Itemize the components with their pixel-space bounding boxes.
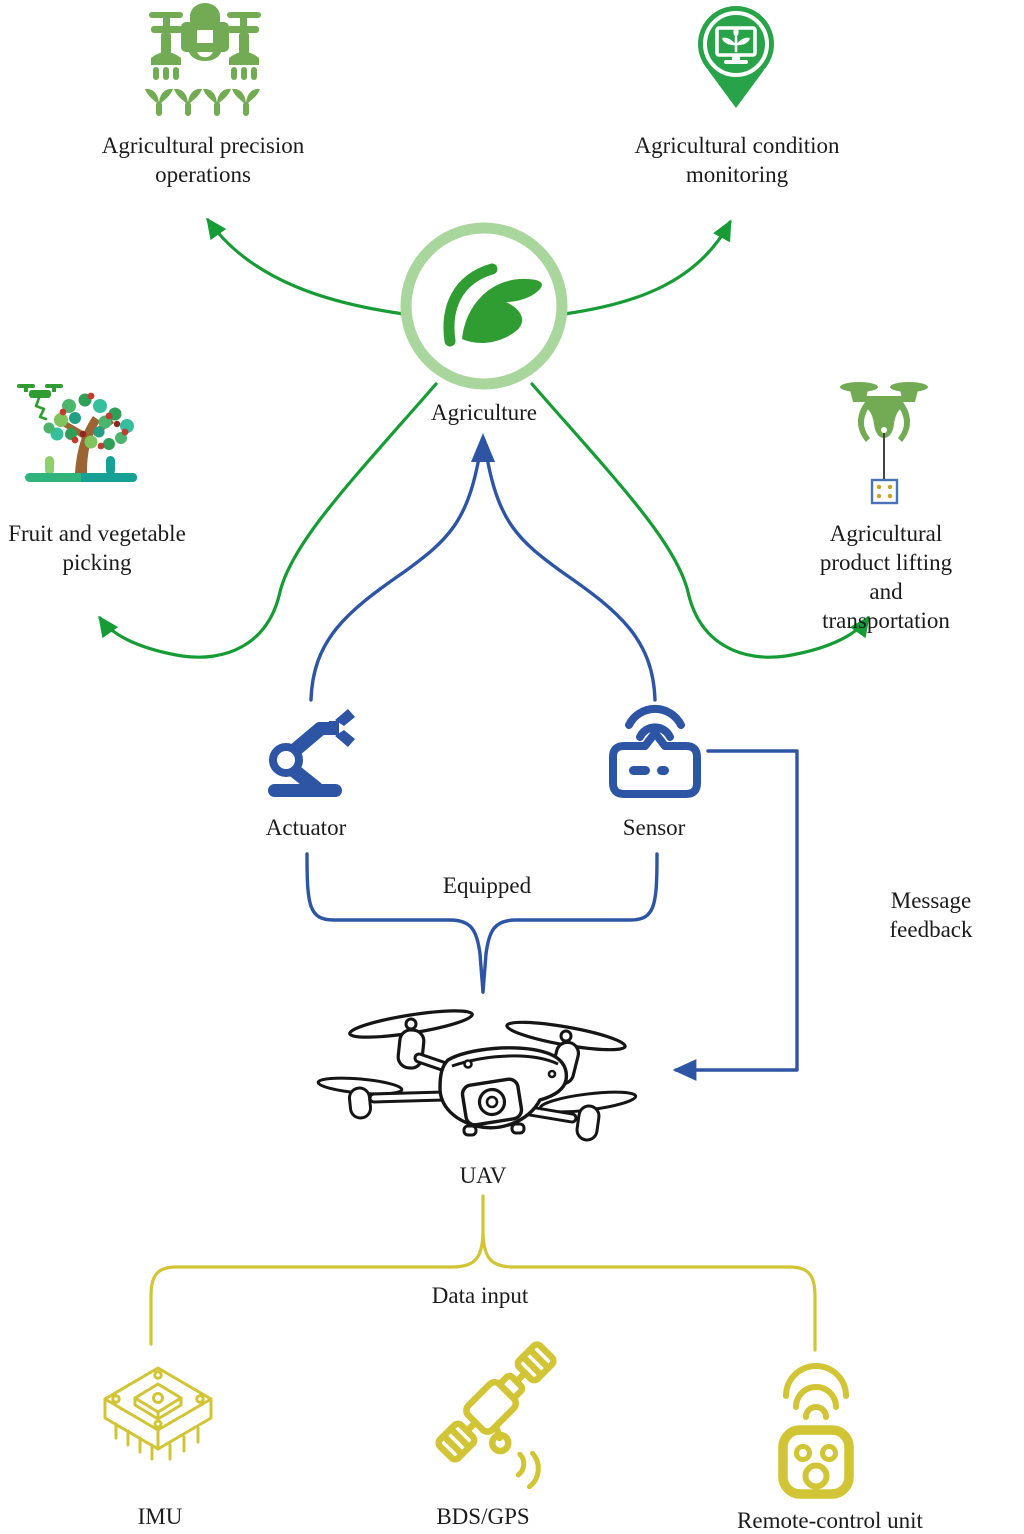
brace-equipped-right: [481, 852, 659, 994]
label-message-feedback: Message feedback: [889, 888, 973, 942]
leaf-circle-icon: [400, 222, 568, 390]
edge-actuator-to-agriculture: [309, 450, 482, 702]
spray-drone-icon: [145, 3, 261, 116]
edge-agriculture-to-precision: [206, 217, 406, 316]
label-sensor: Sensor: [622, 815, 686, 840]
label-agriculture: Agriculture: [430, 400, 538, 425]
quadcopter-drawing: [316, 1009, 638, 1142]
brace-equipped-left: [305, 852, 485, 994]
label-precision-operations: Agricultural precision operations: [101, 133, 305, 187]
edge-message-feedback: [672, 749, 799, 1081]
robot-arm-icon: [268, 709, 355, 797]
label-fruit-picking: Fruit and vegetable picking: [8, 521, 186, 575]
remote-control-icon: [778, 1363, 854, 1499]
monitor-pin-icon: [698, 6, 774, 108]
label-condition-monitoring: Agricultural condition monitoring: [634, 133, 840, 187]
bracket-datainput-left: [149, 1194, 485, 1346]
arrowhead-up-agriculture: [471, 433, 495, 462]
edge-agriculture-to-picking: [98, 382, 438, 659]
label-remote-control: Remote-control unit: [737, 1508, 923, 1533]
lift-drone-icon: [840, 382, 928, 505]
edge-sensor-to-agriculture: [484, 450, 657, 702]
label-imu: IMU: [137, 1504, 183, 1529]
edge-agriculture-to-lifting: [530, 382, 870, 659]
imu-chip-icon: [103, 1366, 213, 1461]
wireless-sensor-icon: [609, 704, 701, 798]
label-data-input: Data input: [431, 1283, 529, 1308]
bracket-datainput-right: [481, 1232, 817, 1352]
picking-tree-icon: [17, 384, 137, 482]
label-uav: UAV: [459, 1163, 507, 1188]
satellite-icon: [435, 1341, 557, 1490]
label-product-lifting: Agricultural product lifting and transpo…: [819, 521, 953, 633]
edge-agriculture-to-monitoring: [562, 219, 732, 316]
label-actuator: Actuator: [265, 815, 347, 840]
label-equipped: Equipped: [442, 873, 532, 898]
label-bds-gps: BDS/GPS: [436, 1504, 530, 1529]
